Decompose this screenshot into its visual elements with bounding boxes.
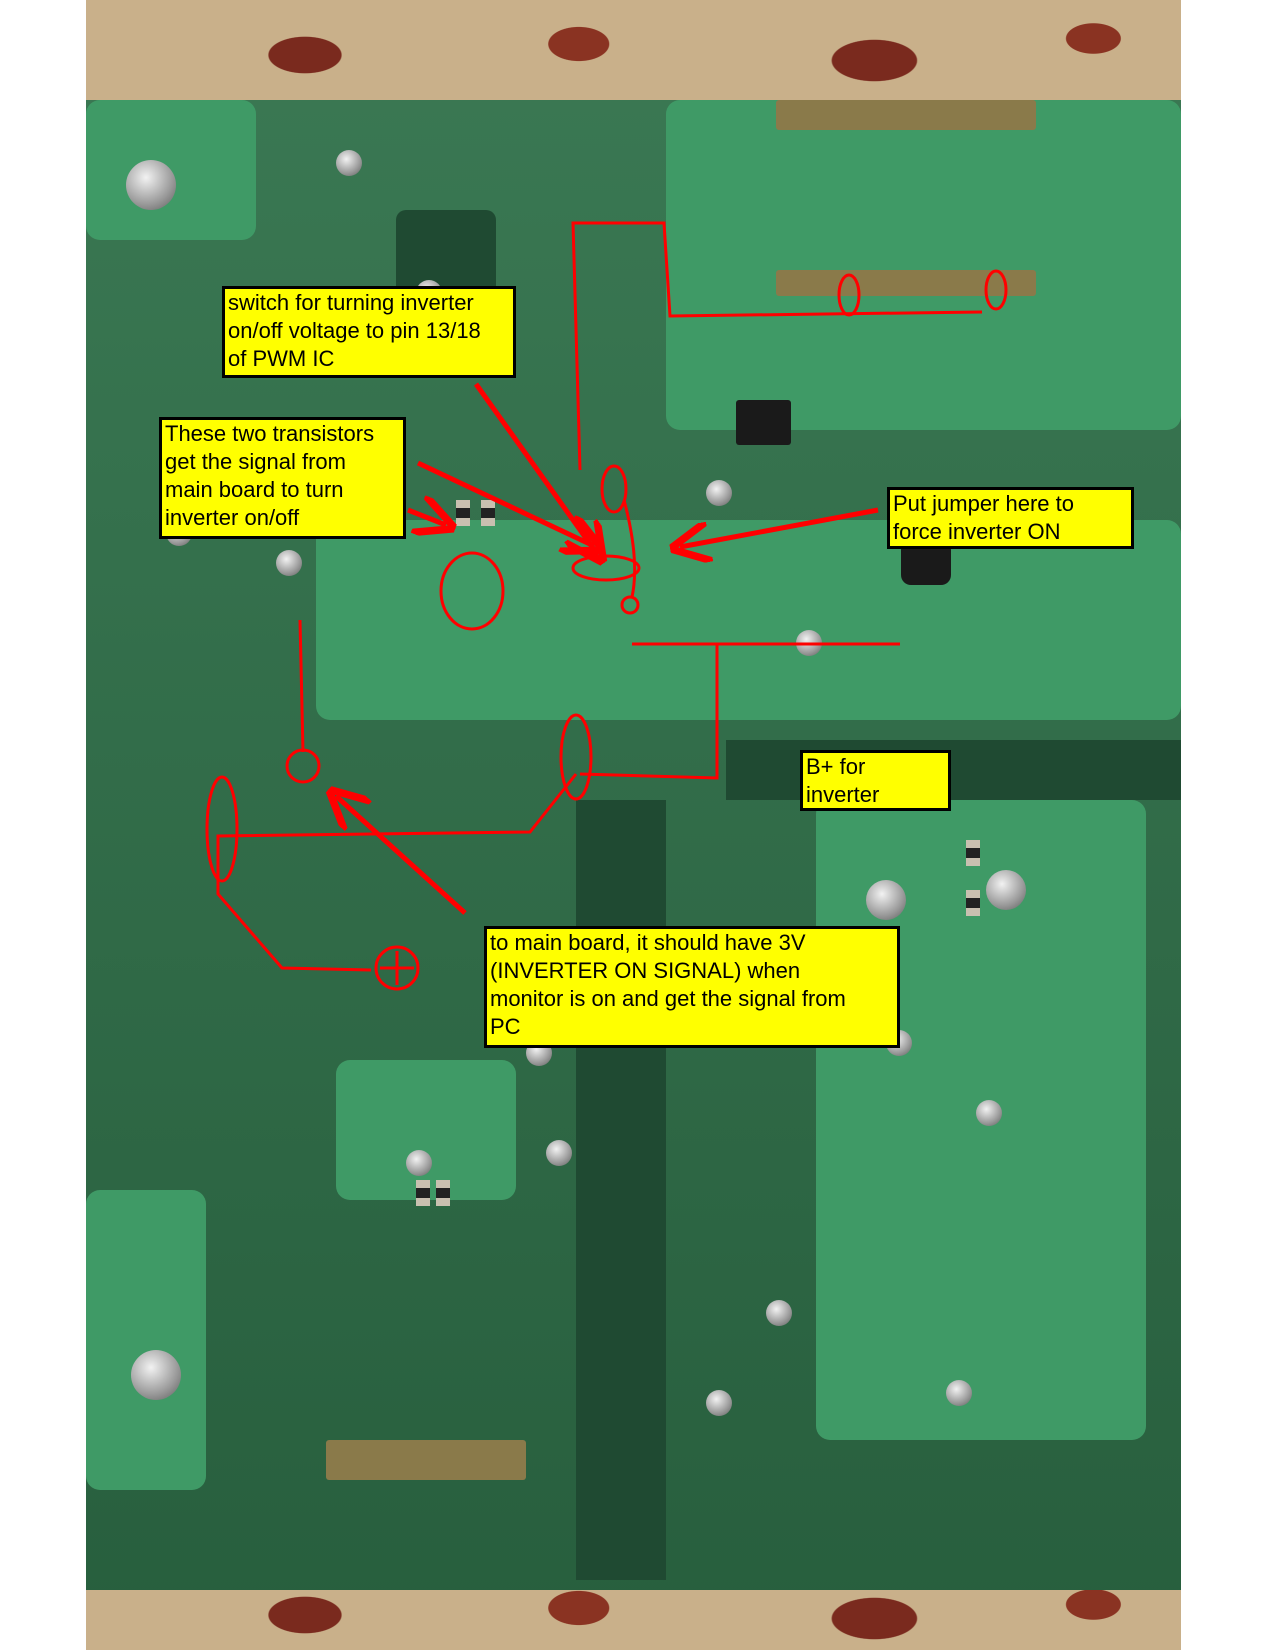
- connector-pin-circle: [984, 269, 1008, 311]
- solder-pad: [976, 1100, 1002, 1126]
- note-transistors: These two transistors get the signal fro…: [159, 417, 406, 539]
- note-pwm-switch: switch for turning inverter on/off volta…: [222, 286, 516, 378]
- trace-to-connector: [571, 221, 983, 471]
- smd-resistor: [481, 500, 495, 526]
- smd-resistor: [966, 840, 980, 866]
- smd-resistor: [436, 1180, 450, 1206]
- b-plus-trace-down: [579, 644, 719, 780]
- transistor-circle: [439, 551, 505, 631]
- mounting-hole: [131, 1350, 181, 1400]
- solder-pad: [276, 550, 302, 576]
- board-connector-area: [666, 100, 1181, 430]
- solder-pad: [406, 1150, 432, 1176]
- mounting-hole: [126, 160, 176, 210]
- solder-pad: [546, 1140, 572, 1166]
- connector-pins: [776, 100, 1036, 130]
- connector-pins: [776, 270, 1036, 296]
- arrow-transistors-short: [407, 510, 446, 525]
- test-point-circle: [374, 945, 420, 991]
- smd-resistor: [966, 890, 980, 916]
- carpet-background-top: [86, 0, 1181, 110]
- ic-chip: [736, 400, 791, 445]
- solder-pad: [706, 480, 732, 506]
- arrow-jumper: [680, 507, 879, 547]
- jumper-pad-circle: [620, 595, 640, 615]
- note-jumper: Put jumper here to force inverter ON: [887, 487, 1134, 549]
- connector-pin-circle: [837, 273, 861, 317]
- note-b-plus: B+ for inverter: [800, 750, 951, 811]
- solder-pad: [766, 1300, 792, 1326]
- board-mount-area: [86, 1190, 206, 1490]
- smd-resistor: [416, 1180, 430, 1206]
- arrow-transistors-long: [416, 460, 594, 546]
- signal-pad-circle: [285, 748, 321, 784]
- jumper-point-circle: [571, 554, 641, 582]
- solder-pad: [866, 880, 906, 920]
- solder-pad: [986, 870, 1026, 910]
- board-control-area: [316, 520, 1181, 720]
- carpet-background-bottom: [86, 1580, 1181, 1650]
- note-main-board: to main board, it should have 3V (INVERT…: [484, 926, 900, 1048]
- capacitor-circle: [205, 775, 239, 883]
- signal-trace: [298, 619, 305, 753]
- capacitor-circle: [559, 713, 593, 801]
- switch-link: [622, 499, 637, 598]
- arrow-main-board: [336, 796, 467, 915]
- signal-trace: [216, 773, 578, 972]
- solder-pad: [706, 1390, 732, 1416]
- board-cap-area: [336, 1060, 516, 1200]
- switch-circle: [600, 464, 628, 514]
- solder-pad: [336, 150, 362, 176]
- connector-pins: [326, 1440, 526, 1480]
- solder-pad: [946, 1380, 972, 1406]
